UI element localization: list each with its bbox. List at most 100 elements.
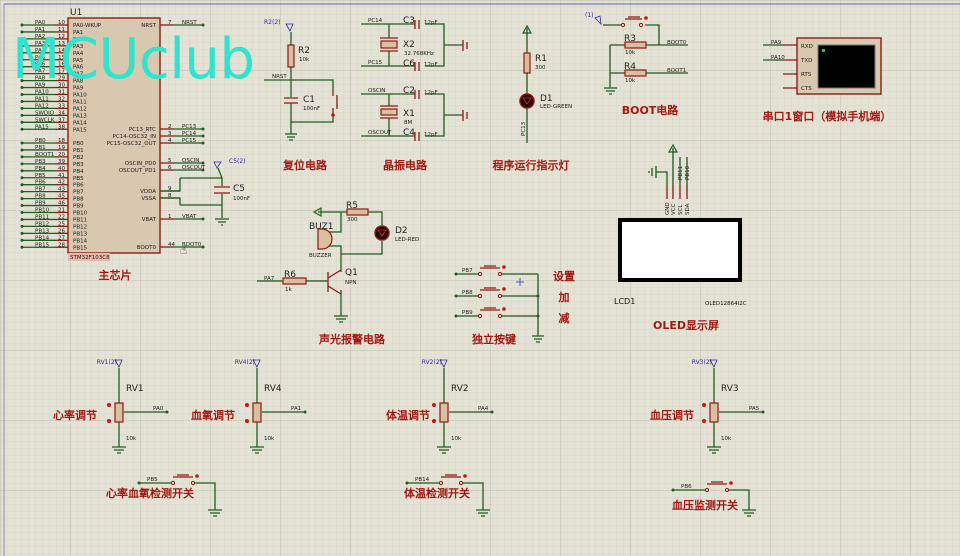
pin-name: PA1 [73,30,83,36]
pin-number: 41 [58,173,65,179]
d1-led[interactable] [519,93,535,109]
terminal-icon [594,15,602,26]
pin-name: NRST [141,23,156,29]
pin-number: 2 [168,124,172,130]
terminal-screen[interactable] [817,44,876,89]
reset-circuit[interactable]: R2(2) R2 10k NRST C1 100nF 复位电路 [264,19,338,172]
serial-terminal[interactable]: PA9 PA10 RXD TXD RTS CTS 串口1窗口（模拟手机端） [763,37,892,123]
ground-icon [707,446,721,454]
r3-resistor[interactable] [624,41,647,49]
boot-circuit[interactable]: (1) R3 10k R4 10k BOOT0 BOOT1 BOOT电路 [585,12,688,117]
reset-button[interactable] [332,90,338,114]
r4-resistor[interactable] [624,69,647,77]
r6-resistor[interactable] [282,277,307,285]
r2-resistor[interactable] [287,44,295,68]
c5-capacitor[interactable]: C5(2) C5 100nF [160,158,250,226]
x1-crystal[interactable] [380,108,398,116]
buzzer[interactable] [317,228,333,250]
pin-number: 39 [58,159,65,165]
q1-transistor[interactable] [327,269,342,295]
x2-crystal[interactable] [380,40,398,49]
pin-number: 32 [58,96,65,102]
crystal-circuit[interactable]: PC14 PC15 OSCIN OSCOUT C3 C6 C2 C4 12pF … [361,16,468,172]
pot-ref: RV1 [126,384,144,394]
r4-ref: R4 [624,62,636,72]
led-indicator-circuit[interactable]: R1 300 D1 LED-GREEN PC13 程序运行指示灯 [493,24,573,172]
boot-term: (1) [585,12,594,19]
oled-display[interactable]: PB11 PB10 GND VCC SCL SDA LCD1 OLED12864… [614,143,747,332]
oled-screen[interactable] [618,218,742,282]
c3-value: 12pF [424,20,438,26]
r1-resistor[interactable] [523,52,531,74]
pot-term: RV1(2) [97,359,117,366]
mcu-ref: U1 [70,8,82,18]
net-boot1: BOOT1 [667,68,686,74]
net-label: PA7 [35,69,46,75]
net-pc14: PC14 [368,18,383,24]
r5-resistor[interactable] [346,208,369,216]
d2-ref: D2 [395,226,408,236]
pin-number: 13 [58,41,65,47]
d2-led[interactable] [374,225,390,241]
alarm-circuit[interactable]: R5 300 BUZ1 BUZZER D2 LED-RED Q1 NPN R6 … [257,201,419,346]
pin-name: PA14 [73,120,87,126]
pot-title: 血压调节 [650,408,694,422]
pot-ref: RV2 [451,384,469,394]
boot-button[interactable] [625,16,642,20]
